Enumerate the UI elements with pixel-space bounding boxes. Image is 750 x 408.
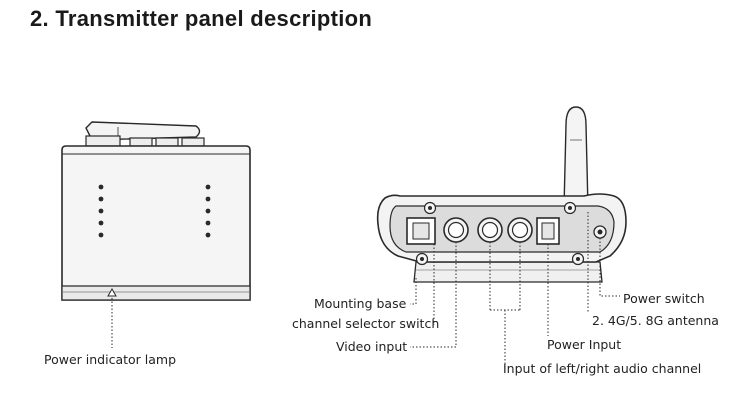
label-mounting-base: Mounting base (314, 296, 407, 311)
indicator-led (205, 208, 211, 214)
top-connector-bump (129, 137, 153, 147)
indicator-led (205, 220, 211, 226)
top-connector-bump (155, 137, 179, 147)
channel-selector-switch (406, 217, 436, 245)
page-title: 2. Transmitter panel description (30, 6, 373, 31)
label-channel-selector-switch: channel selector switch (292, 316, 439, 331)
video-input-jack (443, 217, 469, 243)
antenna-folded (85, 121, 201, 147)
label-video-input: Video input (336, 339, 407, 354)
led-column-right (205, 184, 211, 238)
power-switch (593, 225, 607, 239)
label-power-switch: Power switch (623, 291, 705, 306)
screw (423, 201, 437, 215)
indicator-led (98, 208, 104, 214)
power-indicator-lamp (107, 287, 117, 297)
power-input-socket (536, 217, 560, 245)
transmitter-rear-view: Mounting base channel selector switch Vi… (292, 106, 719, 376)
led-column-left (98, 184, 104, 238)
top-connector-bump (181, 137, 205, 147)
screw (415, 252, 429, 266)
indicator-led (205, 196, 211, 202)
indicator-led (205, 232, 211, 238)
indicator-led (98, 196, 104, 202)
screw (571, 252, 585, 266)
indicator-led (98, 184, 104, 190)
screw (563, 201, 577, 215)
indicator-led (98, 220, 104, 226)
indicator-led (98, 232, 104, 238)
body-base (61, 285, 251, 301)
audio-right-jack (507, 217, 533, 243)
label-antenna: 2. 4G/5. 8G antenna (592, 313, 719, 328)
leader-lines (410, 212, 620, 368)
label-power-indicator-lamp: Power indicator lamp (44, 352, 176, 367)
mounting-base (413, 261, 603, 283)
label-audio-input: Input of left/right audio channel (503, 361, 701, 376)
indicator-led (205, 184, 211, 190)
audio-left-jack (477, 217, 503, 243)
transmitter-body (61, 145, 251, 301)
label-power-input: Power Input (547, 337, 621, 352)
transmitter-top-view: Power indicator lamp (44, 121, 251, 367)
